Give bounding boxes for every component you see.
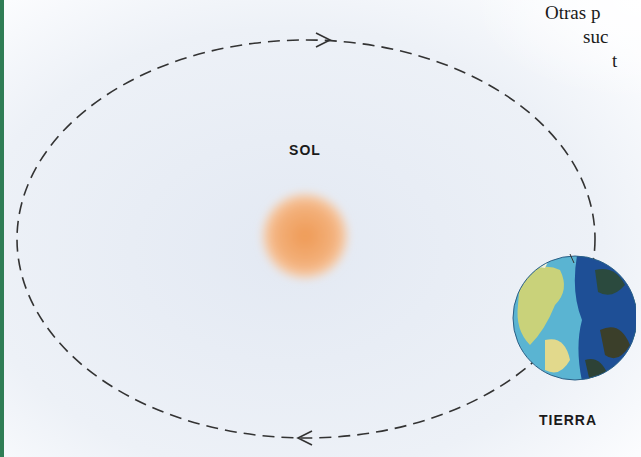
ocean (500, 250, 636, 390)
earth-globe (500, 250, 636, 390)
earth-illustration (500, 250, 636, 435)
land (545, 339, 570, 372)
page-text: Otras p (545, 2, 600, 24)
page-text: suc (583, 26, 608, 48)
orbit-arrow (298, 431, 312, 445)
page-text: t (612, 50, 617, 72)
night-side (575, 250, 636, 390)
earth-outline (513, 256, 636, 380)
land (595, 269, 625, 295)
axis-mark (570, 254, 574, 263)
ground-light (300, 0, 641, 200)
sun-node: SOL (245, 140, 365, 290)
orbit-path (17, 40, 595, 438)
earth-node: TIERRA (500, 250, 636, 435)
sun-disc (263, 194, 347, 278)
orbit-arrow (316, 33, 330, 47)
body-label: TIERRA (500, 412, 636, 428)
body-label: SOL (245, 142, 365, 158)
land (518, 267, 565, 345)
sun-illustration (245, 140, 365, 290)
page-edge (0, 0, 4, 457)
